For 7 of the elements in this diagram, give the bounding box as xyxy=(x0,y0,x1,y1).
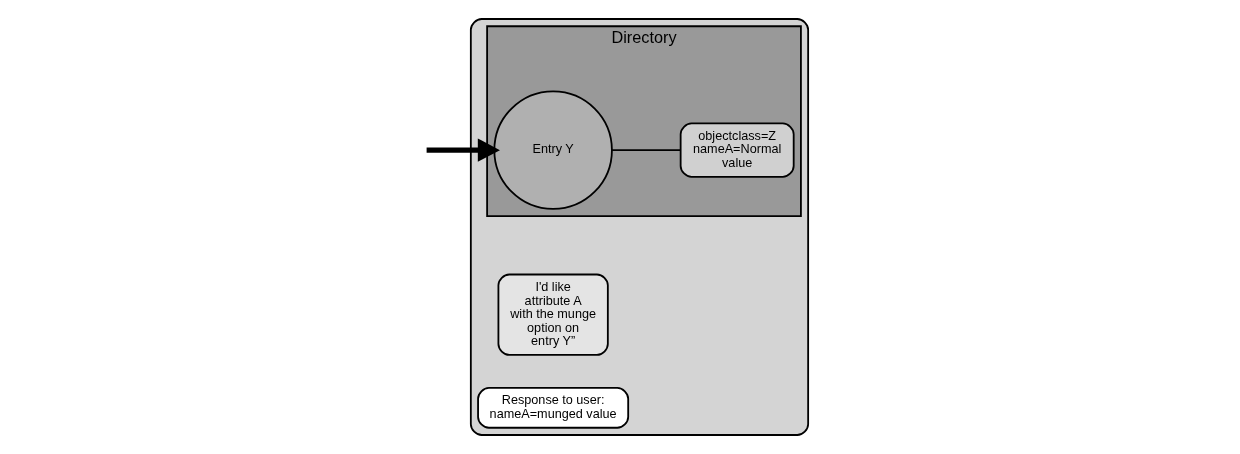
node-circle: Entry Y xyxy=(492,90,613,210)
cluster xyxy=(469,18,809,436)
node-box: Response to user: nameA=munged value xyxy=(476,387,629,429)
connector xyxy=(610,149,681,152)
node-box: objectclass=Z nameA=Normal value xyxy=(679,122,795,178)
node-box: I'd like attribute A with the munge option on entry Y” xyxy=(497,273,609,356)
arrow xyxy=(426,138,500,162)
